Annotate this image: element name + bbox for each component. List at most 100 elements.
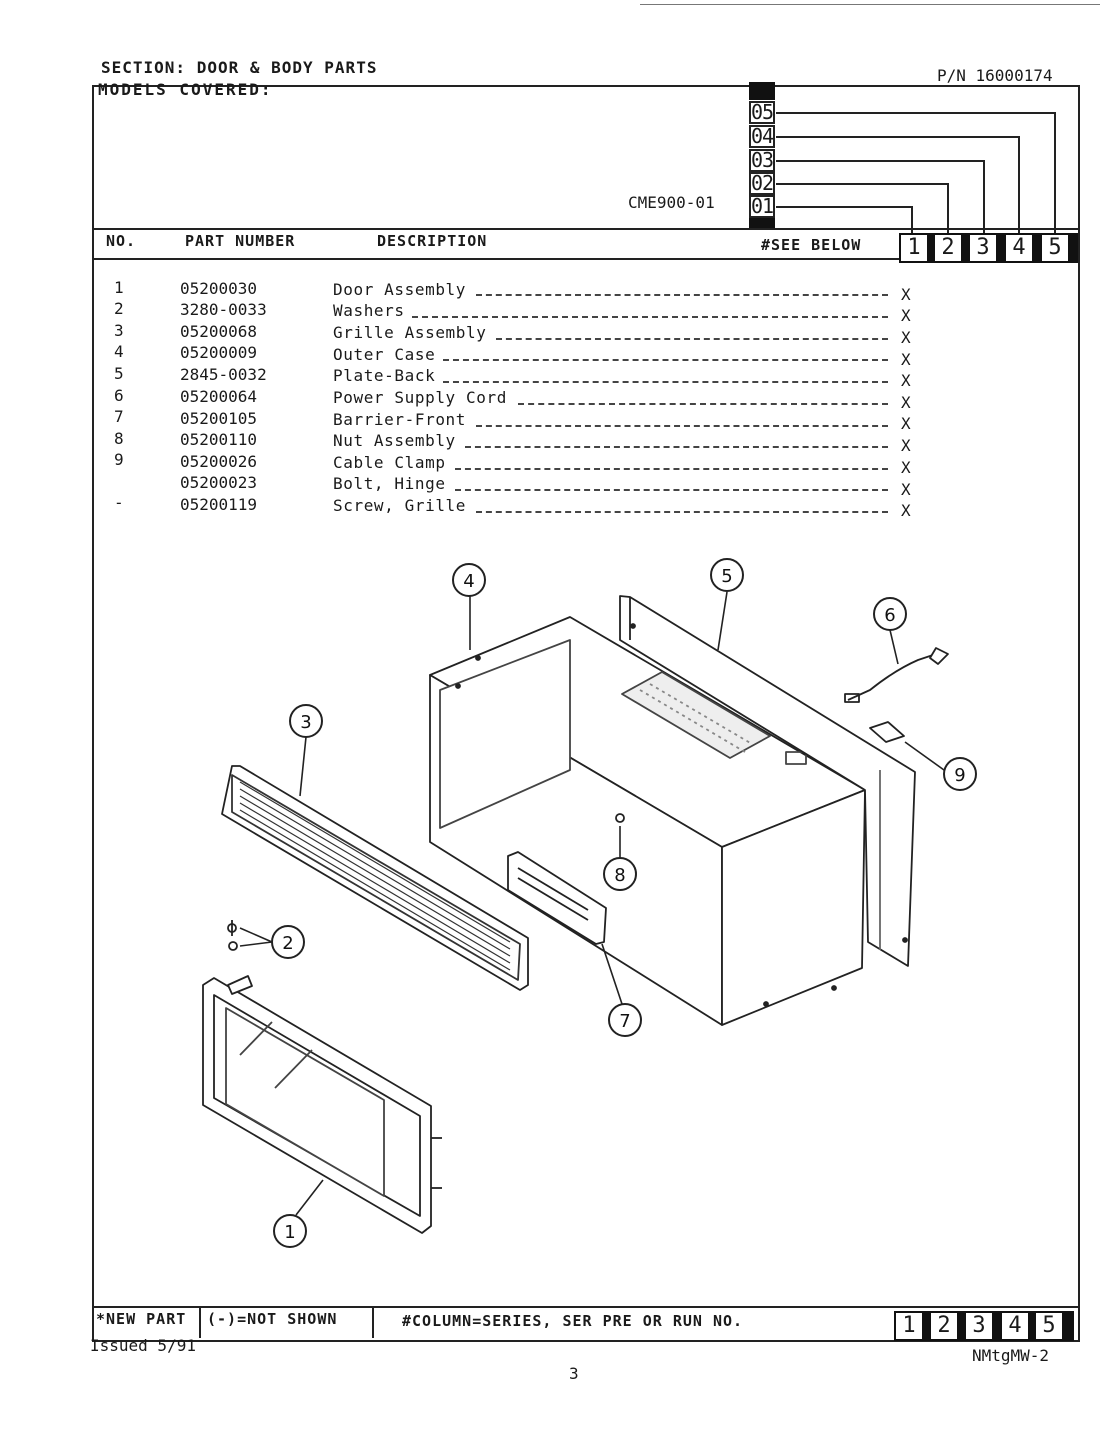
series-column-4: 4 [1004, 233, 1034, 263]
callout-6-label: 6 [884, 605, 895, 626]
series-mark: X [901, 501, 911, 520]
series-mark: X [901, 350, 911, 369]
footer-separator [199, 1306, 201, 1338]
series-column-2: 2 [933, 233, 963, 263]
callout-5: 5 [710, 558, 744, 592]
series-column-3: 3 [968, 233, 998, 263]
series-mark: X [901, 285, 911, 304]
parts-sheet-frame [92, 85, 1080, 1342]
callout-2: 2 [271, 925, 305, 959]
footer-series-3: 3 [964, 1311, 994, 1341]
leader-line [496, 338, 888, 340]
part-description: Barrier-Front [333, 410, 467, 429]
footer-series-1: 1 [894, 1311, 924, 1341]
leader-line [518, 403, 888, 405]
part-number: 05200064 [180, 387, 258, 406]
part-description: Outer Case [333, 345, 436, 364]
part-description: Door Assembly [333, 280, 467, 299]
series-tab-03: 03 [749, 148, 775, 172]
washers [227, 920, 238, 951]
leader-line [443, 381, 888, 383]
leader-line [476, 425, 888, 427]
callout-1: 1 [273, 1214, 307, 1248]
part-number: 05200068 [180, 322, 258, 341]
door-assembly [202, 975, 442, 1234]
series-mark: X [901, 480, 911, 499]
document-code: NMtgMW-2 [972, 1346, 1050, 1365]
footer-series-2: 2 [929, 1311, 959, 1341]
series-separator [929, 233, 933, 263]
models-covered-label: MODELS COVERED: [98, 80, 273, 99]
part-description: Nut Assembly [333, 431, 456, 450]
part-number: 05200030 [180, 279, 258, 298]
callout-1-label: 1 [284, 1222, 295, 1243]
series-separator [1064, 1311, 1074, 1341]
callout-9: 9 [943, 757, 977, 791]
issued-date: Issued 5/91 [90, 1336, 196, 1355]
callout-4: 4 [452, 563, 486, 597]
model-name: CME900-01 [628, 193, 715, 212]
series-separator [1034, 233, 1040, 263]
leader-line [476, 294, 888, 296]
callout-7: 7 [608, 1003, 642, 1037]
column-header-description: DESCRIPTION [377, 232, 488, 250]
outer-case [429, 616, 866, 1026]
callout-6: 6 [873, 597, 907, 631]
column-header-see-below: #SEE BELOW [761, 236, 862, 254]
column-header-bottom-rule [92, 258, 1080, 260]
exploded-view-diagram: 1 2 3 4 5 6 7 8 9 [202, 558, 977, 1248]
footer-top-rule [92, 1306, 1080, 1308]
series-tab-02: 02 [749, 171, 775, 195]
item-number: 9 [114, 450, 124, 469]
part-number: 05200023 [180, 473, 258, 492]
leader-line [443, 359, 888, 361]
leader-line [455, 489, 888, 491]
part-description: Power Supply Cord [333, 388, 507, 407]
leader-line [476, 511, 888, 513]
series-mark: X [901, 436, 911, 455]
series-mark: X [901, 414, 911, 433]
column-header-part-number: PART NUMBER [185, 232, 296, 250]
series-separator [994, 1311, 1000, 1341]
callout-5-label: 5 [721, 566, 732, 587]
document-part-number: P/N 16000174 [937, 66, 1053, 85]
callout-4-label: 4 [463, 571, 474, 592]
part-number: 3280-0033 [180, 300, 267, 319]
series-mark: X [901, 458, 911, 477]
cable-clamp [869, 721, 905, 743]
footer-series-5: 5 [1034, 1311, 1064, 1341]
part-description: Cable Clamp [333, 453, 446, 472]
footer-separator [372, 1306, 374, 1338]
callout-9-label: 9 [954, 765, 965, 786]
series-separator [959, 1311, 964, 1341]
item-number: 1 [114, 278, 124, 297]
back-plate [619, 595, 916, 967]
item-number: 8 [114, 429, 124, 448]
footer-series-4: 4 [1000, 1311, 1030, 1341]
series-tab-05: 05 [749, 100, 775, 124]
series-separator [1030, 1311, 1034, 1341]
part-number: 05200105 [180, 409, 258, 428]
power-supply-cord [844, 647, 949, 703]
series-mark: X [901, 371, 911, 390]
item-number: 5 [114, 364, 124, 383]
series-tab-strip-bottom [749, 218, 775, 230]
top-rule [640, 4, 1100, 5]
callout-3: 3 [289, 704, 323, 738]
callout-2-label: 2 [282, 933, 293, 954]
series-separator [1070, 233, 1078, 263]
callout-3-label: 3 [300, 712, 311, 733]
series-mark: X [901, 393, 911, 412]
leader-line [455, 468, 888, 470]
part-description: Plate-Back [333, 366, 436, 385]
series-tab-01: 01 [749, 194, 775, 218]
series-separator [924, 1311, 929, 1341]
item-number: 4 [114, 342, 124, 361]
series-mark: X [901, 328, 911, 347]
part-number: 2845-0032 [180, 365, 267, 384]
column-header-no: NO. [106, 232, 137, 250]
item-number: - [114, 493, 124, 512]
part-description: Bolt, Hinge [333, 474, 446, 493]
new-part-legend: *NEW PART [96, 1310, 187, 1328]
barrier-front [507, 851, 607, 945]
